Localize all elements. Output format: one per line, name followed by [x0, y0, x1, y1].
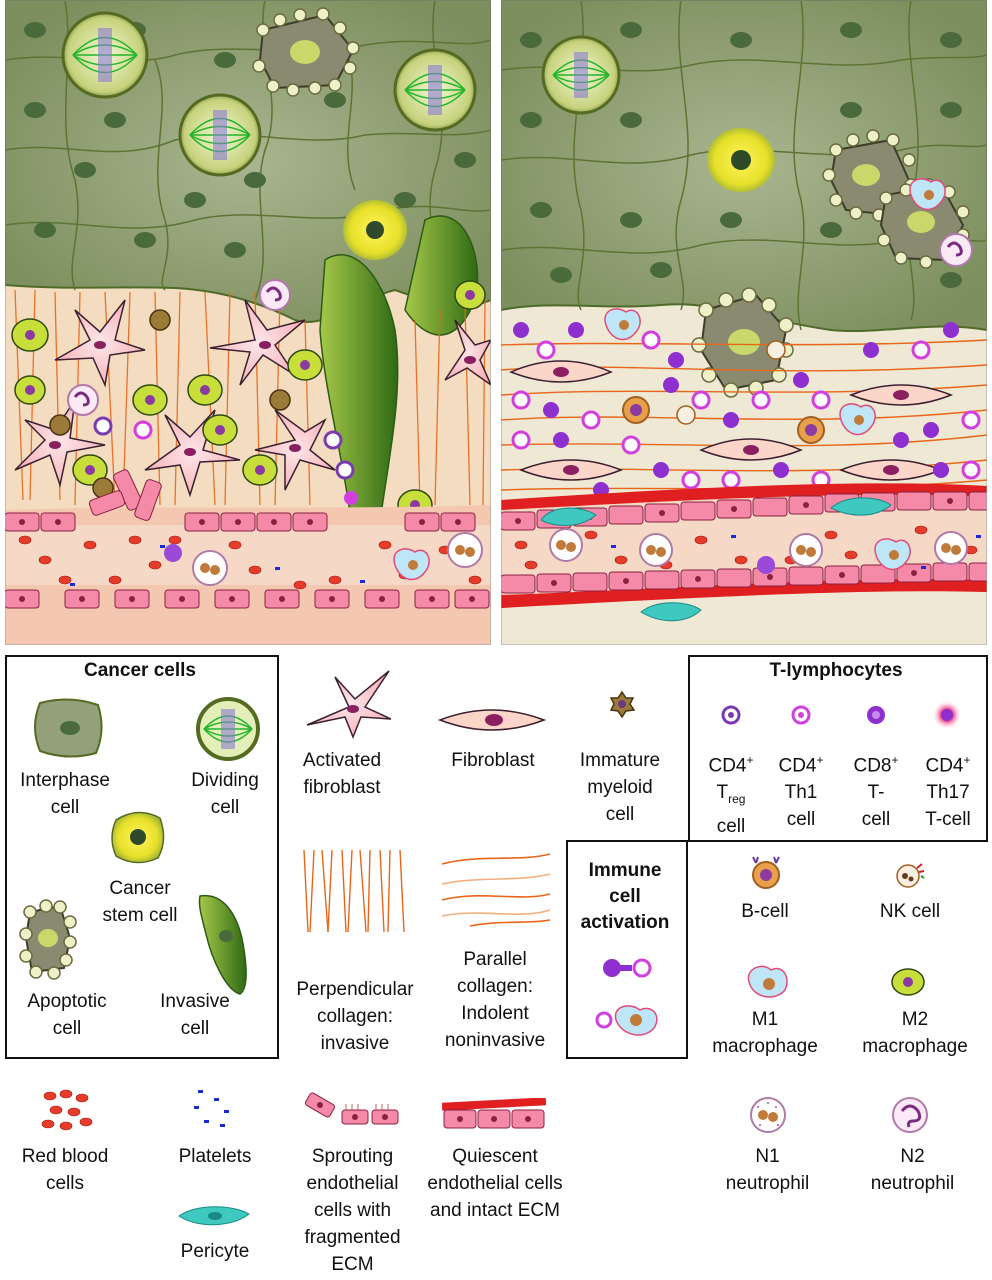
t-cell	[553, 432, 569, 448]
red-blood-cells-icon	[41, 1089, 93, 1131]
activated-fibroblast-icon	[306, 670, 392, 739]
invasive-tumor-panel	[5, 0, 491, 645]
b-cell-label: B-cell	[741, 901, 789, 922]
t-cell-infiltrate	[511, 322, 981, 498]
t-cell	[863, 342, 879, 358]
perpendicular-collagen-label: Perpendicular collagen: invasive	[296, 979, 414, 1054]
n1-neutrophil-icon	[750, 1097, 786, 1133]
sprouting-endothelial-icon	[304, 1092, 399, 1125]
n1-neutrophil-label: N1 neutrophil	[725, 1146, 810, 1194]
n2-neutrophil-label: N2 neutrophil	[870, 1146, 955, 1194]
interphase-cell-label: Interphase cell	[20, 770, 110, 818]
t-cell	[751, 390, 771, 410]
t-cell	[681, 470, 701, 490]
t-cell	[773, 462, 789, 478]
invasive-cell-label: Invasive cell	[160, 991, 230, 1039]
perpendicular-collagen-icon	[303, 849, 405, 933]
t-cell	[933, 462, 949, 478]
t-cell	[668, 352, 684, 368]
t-cell	[723, 412, 739, 428]
indolent-tumor-panel	[501, 0, 987, 645]
invasive-cell-icon	[198, 894, 247, 995]
b-cell-icon	[752, 856, 780, 889]
sprouting-endothelial-label: Sprouting endothelial cells with fragmen…	[304, 1146, 401, 1275]
m1-macrophage-icon	[747, 965, 788, 998]
immune-activation-title: Immune cell activation	[580, 860, 670, 933]
t-cell	[943, 322, 959, 338]
t-cell	[511, 430, 531, 450]
t-cell	[721, 470, 741, 490]
t-cell	[663, 377, 679, 393]
platelets-icon	[194, 1090, 229, 1127]
treg-cell-label: CD4+ Treg cell	[708, 753, 754, 838]
t-cell	[893, 432, 909, 448]
treg-cell-icon	[721, 705, 741, 725]
red-blood-cells-label: Red blood cells	[21, 1146, 109, 1194]
cancer-stem-cell-label: Cancer stem cell	[102, 878, 178, 926]
t-cell	[811, 390, 831, 410]
immune-activation-legend-box	[566, 840, 688, 1059]
t-cell	[793, 372, 809, 388]
cd8-t-cell-icon	[867, 706, 885, 724]
quiescent-endothelial-icon	[442, 1098, 547, 1129]
cd8-t-cell-label: CD8+ T- cell	[853, 753, 899, 831]
cancer-stem-cell-icon	[111, 811, 165, 864]
dividing-cell-icon	[196, 697, 260, 761]
immature-myeloid-cell-label: Immature myeloid cell	[579, 750, 661, 825]
activated-fibroblast-label: Activated fibroblast	[302, 750, 382, 798]
apoptotic-cell-label: Apoptotic cell	[27, 991, 107, 1039]
t-lymphocytes-legend-box	[688, 655, 988, 842]
t-cell	[511, 390, 531, 410]
t-cell	[911, 340, 931, 360]
t-cell	[961, 460, 981, 480]
th17-t-cell-icon	[933, 701, 961, 729]
activated-t-cell-pair-icon	[603, 958, 652, 978]
interphase-cell-icon	[34, 698, 103, 758]
activated-macrophage-pair-icon	[595, 1005, 658, 1036]
n2-neutrophil-icon	[892, 1097, 928, 1133]
m1-macrophage-label: M1 macrophage	[712, 1009, 818, 1057]
t-cell	[513, 322, 529, 338]
th1-cell-label: CD4+ Th1 cell	[778, 753, 824, 831]
cancer-cells-title: Cancer cells	[84, 660, 196, 681]
t-cell	[691, 390, 711, 410]
t-cell	[923, 422, 939, 438]
fibroblast-icon	[437, 709, 547, 731]
apoptotic-cell-icon	[19, 899, 77, 980]
platelets-label: Platelets	[178, 1146, 252, 1167]
t-cell	[641, 330, 661, 350]
t-lymphocytes-title: T-lymphocytes	[769, 660, 903, 681]
parallel-collagen-icon	[441, 853, 551, 927]
t-cell	[543, 402, 559, 418]
quiescent-endothelial-label: Quiescent endothelial cells and intact E…	[427, 1146, 563, 1221]
t-cell	[536, 340, 556, 360]
th1-cell-icon	[791, 705, 811, 725]
t-cell	[621, 435, 641, 455]
cancer-cells-legend-box	[5, 655, 279, 1059]
pericyte-icon	[178, 1206, 250, 1226]
m2-macrophage-icon	[891, 968, 925, 996]
nk-cell-icon	[896, 863, 925, 888]
th17-t-cell-label: CD4+ Th17 T-cell	[925, 753, 971, 831]
t-cell	[581, 410, 601, 430]
fibroblast-label: Fibroblast	[451, 750, 535, 771]
parallel-collagen-label: Parallel collagen: Indolent noninvasive	[444, 949, 546, 1051]
immature-myeloid-cell-icon	[609, 690, 636, 718]
invasive-tumor-illustration	[5, 0, 491, 645]
indolent-tumor-illustration	[501, 0, 987, 645]
t-cell	[568, 322, 584, 338]
t-cell	[653, 462, 669, 478]
pericyte-label: Pericyte	[180, 1241, 250, 1262]
dividing-cell-label: Dividing cell	[191, 770, 259, 818]
nk-cell-label: NK cell	[879, 901, 941, 922]
m2-macrophage-label: M2 macrophage	[862, 1009, 968, 1057]
t-cell	[961, 410, 981, 430]
